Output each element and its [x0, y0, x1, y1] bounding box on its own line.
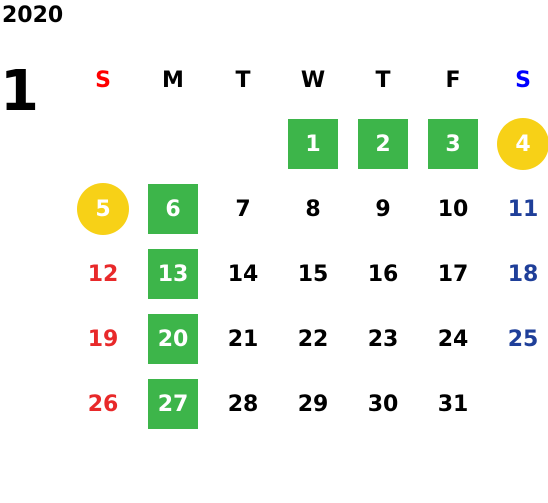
day-number: 9	[375, 196, 391, 222]
day-cell-1[interactable]: 1	[278, 112, 348, 176]
highlight-square: 13	[148, 249, 198, 299]
day-number: 10	[437, 196, 469, 222]
day-number: 31	[437, 391, 469, 417]
day-cell-19[interactable]: 19	[68, 307, 138, 371]
weekday-header-wed: W	[300, 67, 326, 93]
day-number: 24	[437, 326, 469, 352]
highlight-square: 1	[288, 119, 338, 169]
day-cell-26[interactable]: 26	[68, 372, 138, 436]
day-cell-23[interactable]: 23	[348, 307, 418, 371]
weekday-header-mon: M	[162, 67, 184, 93]
day-number: 2	[375, 131, 391, 157]
day-cell-21[interactable]: 21	[208, 307, 278, 371]
day-cell-2[interactable]: 2	[348, 112, 418, 176]
day-number: 7	[235, 196, 251, 222]
weekday-header-sat: S	[515, 67, 531, 93]
day-cell-20[interactable]: 20	[138, 307, 208, 371]
highlight-square: 20	[148, 314, 198, 364]
highlight-square: 6	[148, 184, 198, 234]
day-cell-8[interactable]: 8	[278, 177, 348, 241]
day-cell-22[interactable]: 22	[278, 307, 348, 371]
day-cell-6[interactable]: 6	[138, 177, 208, 241]
day-cell-16[interactable]: 16	[348, 242, 418, 306]
day-cell-7[interactable]: 7	[208, 177, 278, 241]
day-cell-28[interactable]: 28	[208, 372, 278, 436]
day-cell-10[interactable]: 10	[418, 177, 488, 241]
day-number: 17	[437, 261, 469, 287]
highlight-square: 27	[148, 379, 198, 429]
day-cell-15[interactable]: 15	[278, 242, 348, 306]
weekday-header-tue: T	[235, 67, 251, 93]
day-number: 23	[367, 326, 399, 352]
weekday-header-fri: F	[445, 67, 461, 93]
highlight-circle: 4	[497, 118, 548, 170]
day-cell-9[interactable]: 9	[348, 177, 418, 241]
day-cell-11[interactable]: 11	[488, 177, 548, 241]
day-number: 8	[305, 196, 321, 222]
day-cell-30[interactable]: 30	[348, 372, 418, 436]
day-number: 19	[87, 326, 119, 352]
day-number: 27	[157, 391, 189, 417]
day-number: 30	[367, 391, 399, 417]
day-cell-17[interactable]: 17	[418, 242, 488, 306]
day-cell-31[interactable]: 31	[418, 372, 488, 436]
month-number: 1	[0, 59, 39, 124]
day-number: 11	[507, 196, 539, 222]
day-number: 15	[297, 261, 329, 287]
day-cell-13[interactable]: 13	[138, 242, 208, 306]
day-number: 25	[507, 326, 539, 352]
day-number: 12	[87, 261, 119, 287]
day-number: 16	[367, 261, 399, 287]
highlight-square: 2	[358, 119, 408, 169]
day-cell-29[interactable]: 29	[278, 372, 348, 436]
day-cell-4[interactable]: 4	[488, 112, 548, 176]
day-cell-3[interactable]: 3	[418, 112, 488, 176]
day-number: 20	[157, 326, 189, 352]
day-number: 14	[227, 261, 259, 287]
day-cell-14[interactable]: 14	[208, 242, 278, 306]
weekday-header-thu: T	[375, 67, 391, 93]
day-cell-5[interactable]: 5	[68, 177, 138, 241]
weekday-header-sun: S	[95, 67, 111, 93]
day-number: 5	[95, 196, 111, 222]
highlight-square: 3	[428, 119, 478, 169]
day-number: 3	[445, 131, 461, 157]
day-number: 22	[297, 326, 329, 352]
day-number: 29	[297, 391, 329, 417]
day-number: 6	[165, 196, 181, 222]
day-number: 13	[157, 261, 189, 287]
day-cell-24[interactable]: 24	[418, 307, 488, 371]
day-cell-27[interactable]: 27	[138, 372, 208, 436]
day-cell-25[interactable]: 25	[488, 307, 548, 371]
day-cell-18[interactable]: 18	[488, 242, 548, 306]
day-number: 4	[515, 131, 531, 157]
highlight-circle: 5	[77, 183, 129, 235]
day-number: 1	[305, 131, 321, 157]
day-number: 28	[227, 391, 259, 417]
year-label: 2020	[2, 3, 64, 28]
day-number: 26	[87, 391, 119, 417]
day-number: 21	[227, 326, 259, 352]
day-number: 18	[507, 261, 539, 287]
day-cell-12[interactable]: 12	[68, 242, 138, 306]
